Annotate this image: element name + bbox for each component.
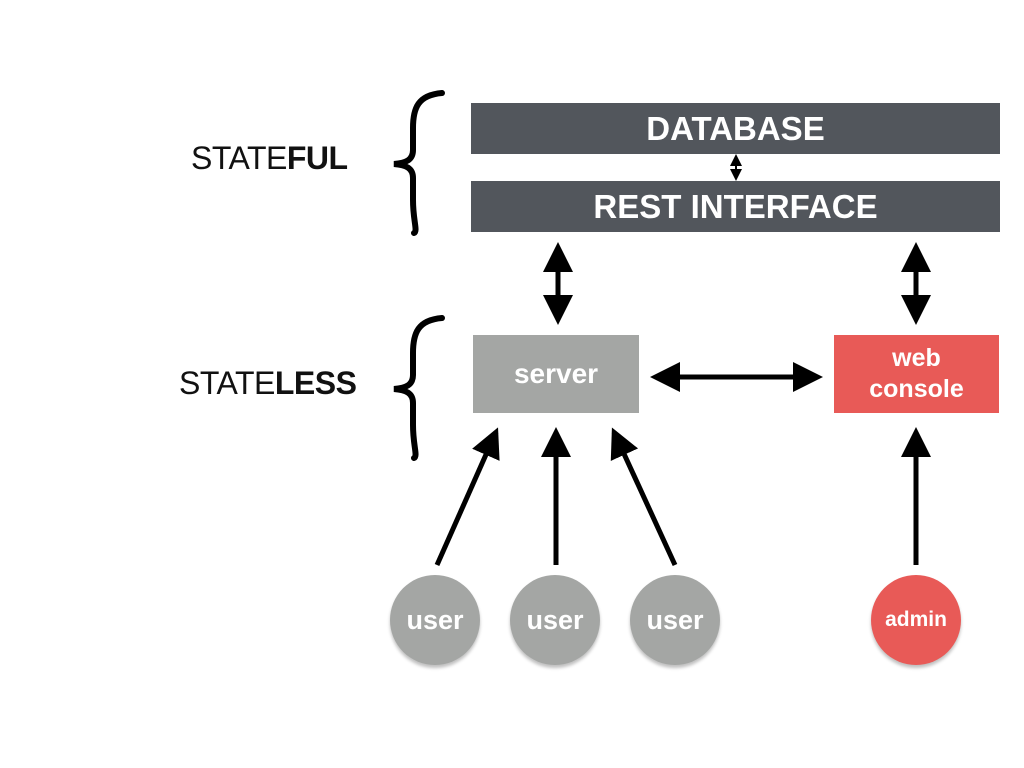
stateless-label-suffix: LESS — [274, 365, 357, 401]
user-node: user — [510, 575, 600, 665]
stateless-label-prefix: STATE — [179, 365, 275, 401]
stateless-label: STATELESS — [179, 365, 357, 402]
server-box: server — [473, 335, 639, 413]
user-label: user — [406, 604, 464, 635]
stateful-label-suffix: FUL — [286, 140, 348, 176]
user1-server-arrow — [434, 427, 500, 567]
stateful-brace — [393, 90, 445, 236]
database-label: DATABASE — [646, 109, 825, 147]
web-console-label: web console — [869, 344, 964, 403]
admin-node: admin — [871, 575, 961, 665]
server-label: server — [513, 358, 599, 389]
database-box: DATABASE — [471, 103, 1000, 154]
user-label: user — [526, 604, 584, 635]
rest-interface-label: REST INTERFACE — [593, 187, 878, 225]
stateless-brace — [393, 315, 445, 461]
stateful-label-prefix: STATE — [191, 140, 287, 176]
web-console-box: web console — [834, 335, 999, 413]
admin-label: admin — [885, 608, 947, 631]
user-node: user — [390, 575, 480, 665]
stateful-label: STATEFUL — [191, 140, 348, 177]
user-node: user — [630, 575, 720, 665]
user-label: user — [646, 604, 704, 635]
user3-server-arrow — [610, 427, 678, 567]
rest-interface-box: REST INTERFACE — [471, 181, 1000, 232]
